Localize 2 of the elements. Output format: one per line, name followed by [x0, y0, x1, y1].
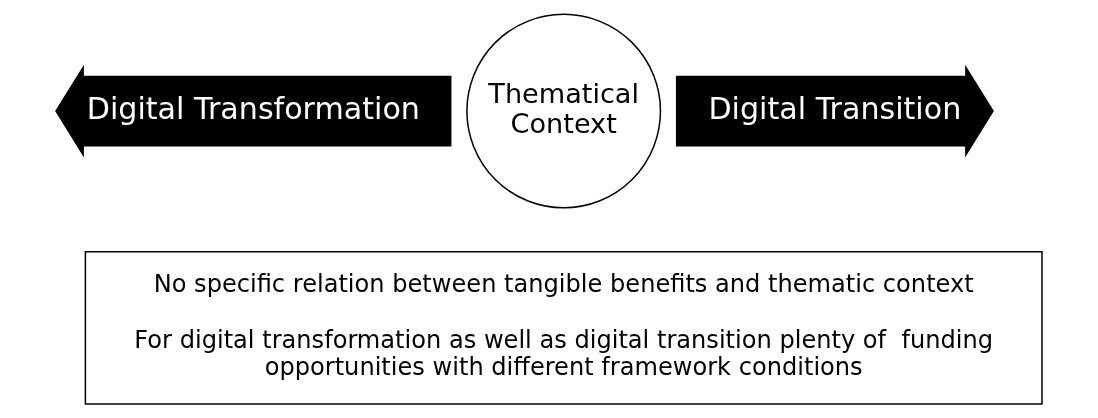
node-circle: Thematical Context [466, 13, 662, 209]
node-box: No specific relation between tangible benefits and thematic context For digital transformation as well as digital transition plenty of funding opportunities with different framework conditions [84, 251, 1043, 405]
